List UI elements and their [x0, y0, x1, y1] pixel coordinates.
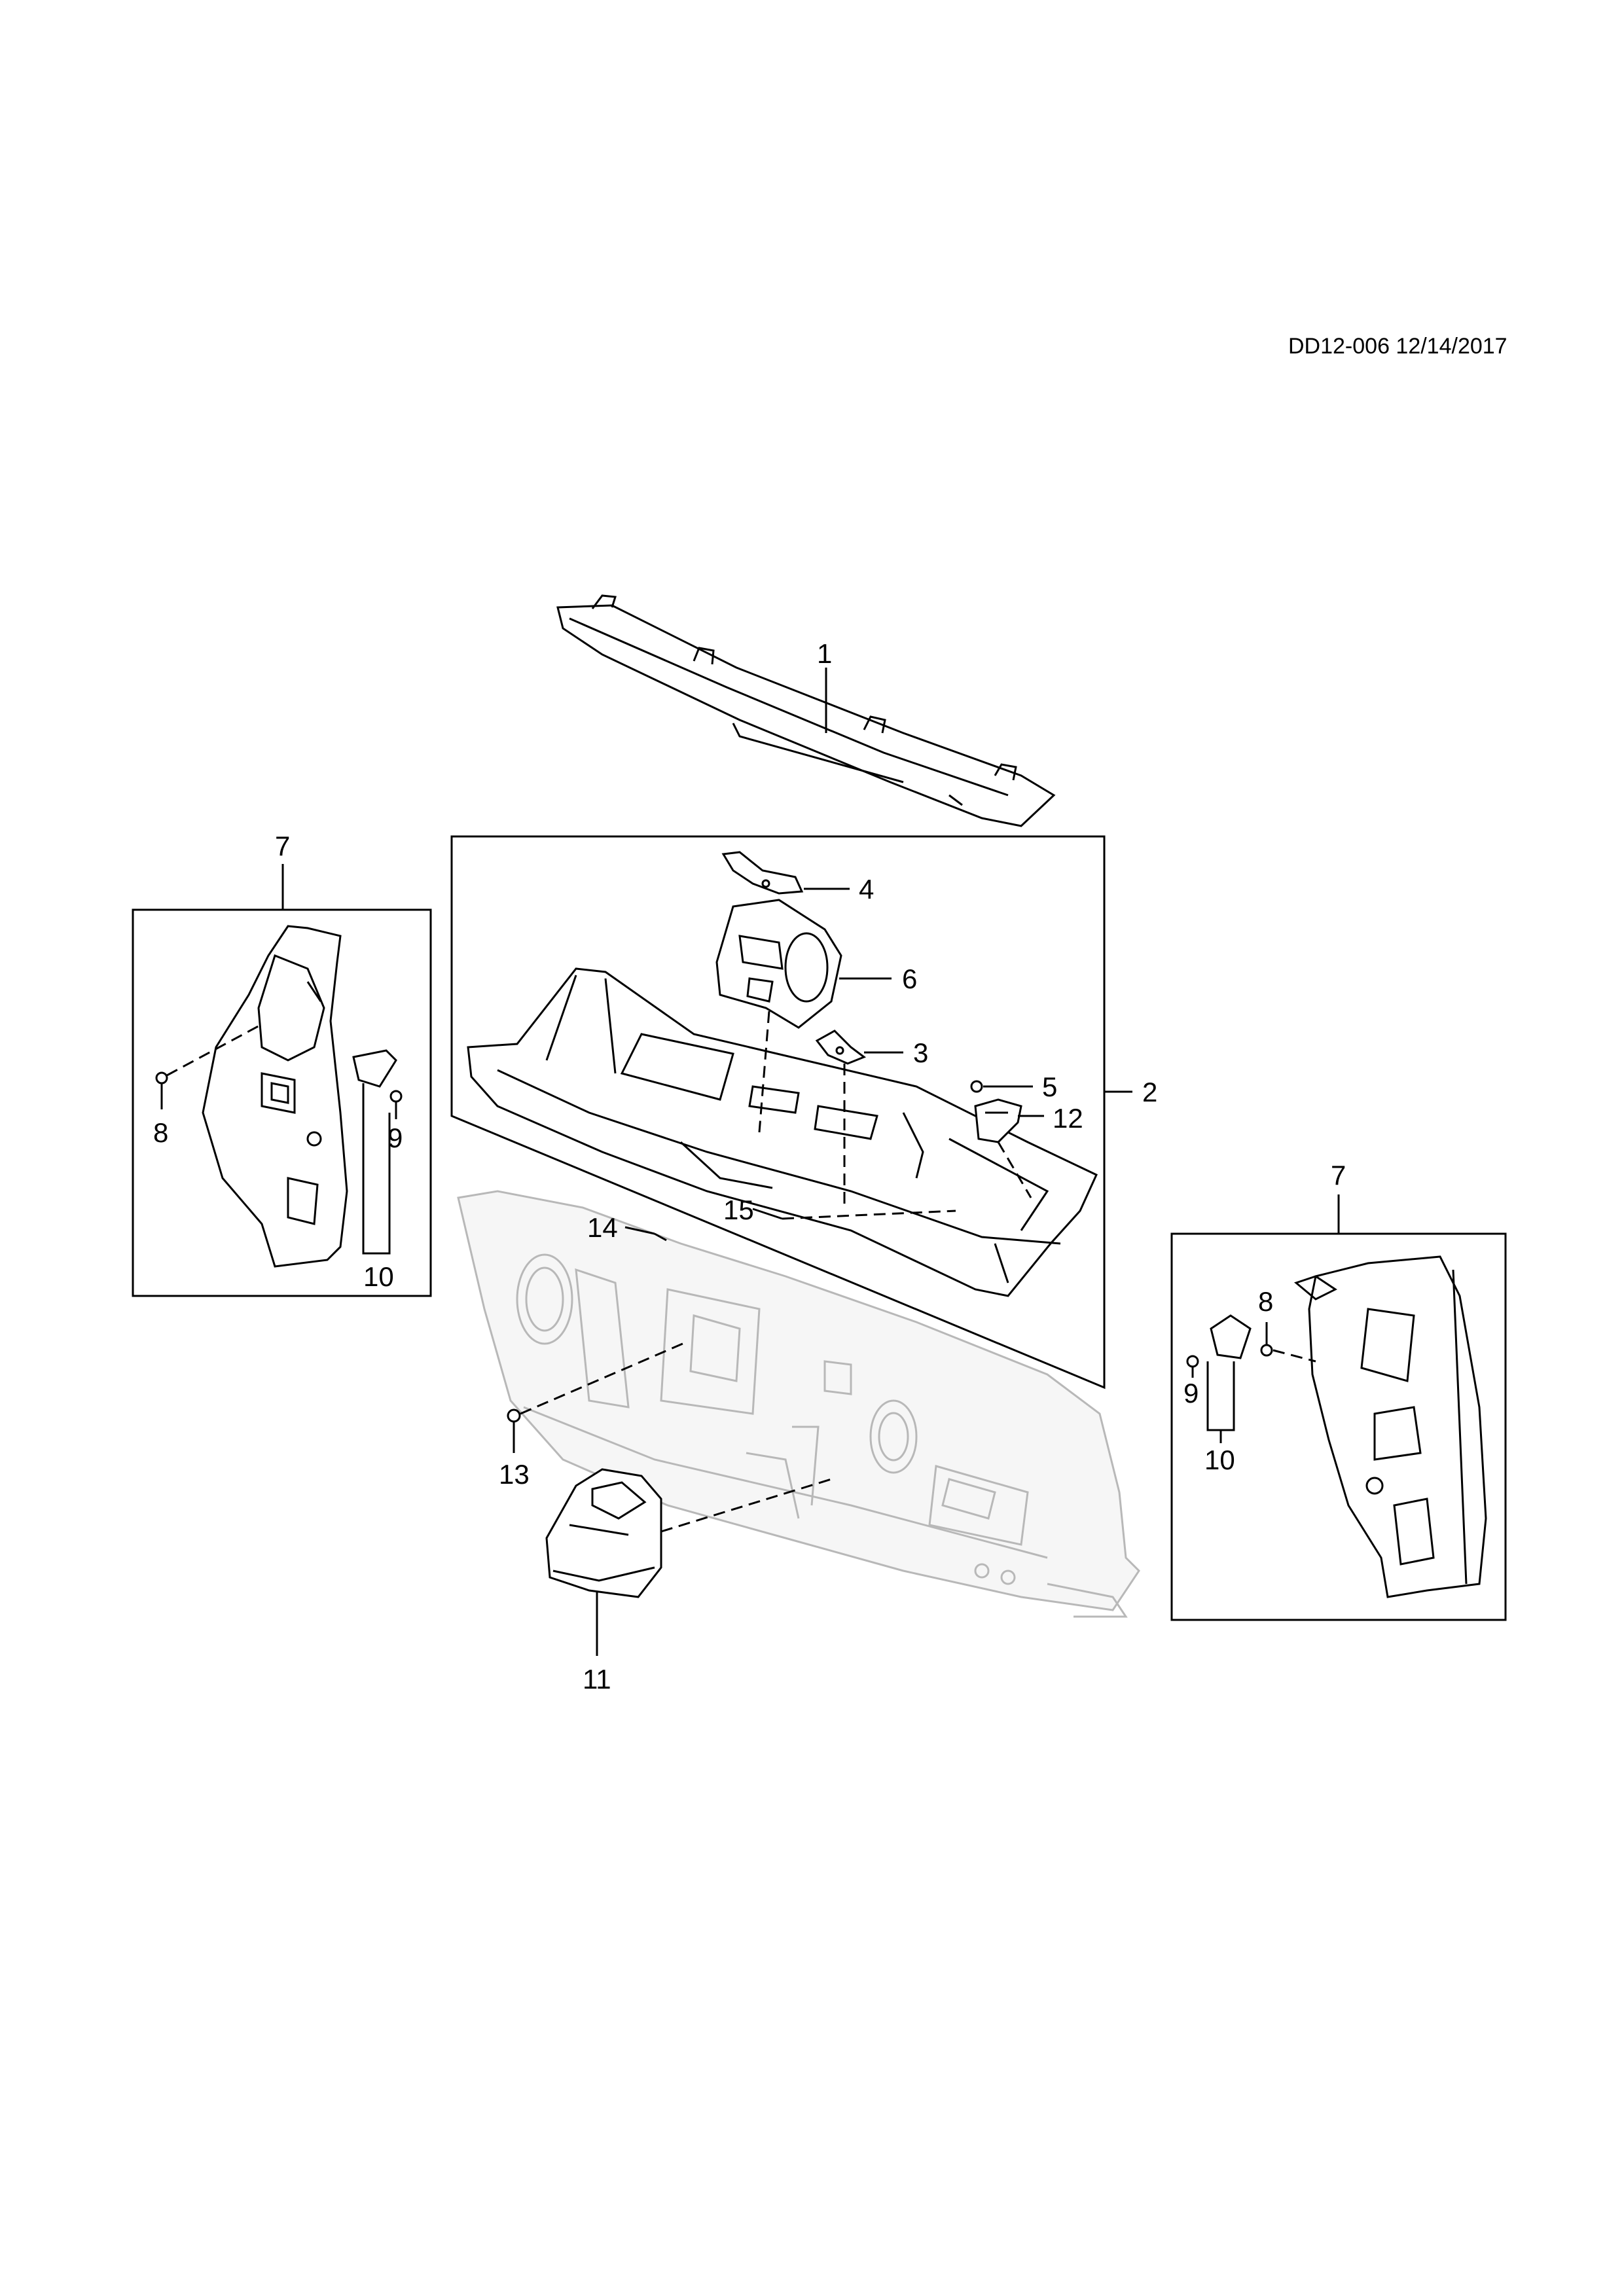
callout-10-right: 10: [1204, 1444, 1235, 1475]
part-5-nut: [970, 1080, 983, 1093]
assembly-line-15: [782, 1210, 956, 1220]
callout-10-left: 10: [363, 1261, 394, 1292]
assembly-line-11: [660, 1478, 832, 1533]
part-11-insulator: [545, 1468, 662, 1598]
callout-13: 13: [499, 1459, 530, 1490]
callout-6: 6: [902, 963, 918, 994]
dash-panel-background: [457, 1190, 1140, 1618]
callout-2: 2: [1142, 1077, 1158, 1107]
callout-7-left: 7: [275, 831, 291, 861]
leader-10-right-bracket: [1206, 1361, 1235, 1431]
assembly-line-12: [997, 1141, 1032, 1198]
part-6-reinforcement: [715, 899, 842, 1029]
part-7-left-panel: [202, 925, 348, 1268]
callout-12: 12: [1053, 1103, 1083, 1134]
callout-15: 15: [723, 1194, 754, 1225]
callout-14: 14: [587, 1212, 618, 1243]
part-3-clip: [815, 1030, 867, 1065]
callout-9-left: 9: [388, 1122, 403, 1153]
document-id: DD12-006 12/14/2017: [1288, 334, 1507, 359]
part-9-right-nut: [1186, 1355, 1199, 1368]
part-13-nut: [507, 1408, 521, 1423]
callout-8-right: 8: [1258, 1286, 1274, 1317]
assembly-line-8-right: [1272, 1349, 1316, 1363]
part-12-bracket: [974, 1098, 1022, 1143]
callout-7-right: 7: [1331, 1160, 1346, 1191]
leader-15: [752, 1208, 783, 1220]
callout-9-right: 9: [1183, 1378, 1199, 1408]
callout-8-left: 8: [153, 1117, 169, 1148]
part-8-right-nut: [1260, 1344, 1273, 1357]
assembly-line-6: [758, 1011, 770, 1133]
callout-11: 11: [583, 1664, 611, 1695]
part-4-bracket: [721, 851, 804, 895]
callout-5: 5: [1042, 1071, 1058, 1102]
part-1-cowl-rail: [556, 594, 1056, 827]
part-8-left-nut: [155, 1071, 168, 1085]
part-9-right-bracket: [1210, 1314, 1252, 1359]
leader-14: [624, 1226, 655, 1235]
callout-1: 1: [817, 638, 833, 669]
callout-4: 4: [859, 874, 875, 905]
part-9-left-bracket: [352, 1049, 397, 1088]
part-7-right-panel: [1293, 1255, 1487, 1598]
part-14-pin: [654, 1232, 667, 1242]
part-2-plenum-panel: [467, 967, 1098, 1297]
leader-10-left-bracket: [362, 1083, 391, 1255]
part-9-left-nut: [389, 1090, 403, 1103]
callout-3: 3: [913, 1037, 929, 1068]
part-2-group-frame: [450, 835, 1106, 1390]
assembly-line-13: [520, 1340, 688, 1415]
